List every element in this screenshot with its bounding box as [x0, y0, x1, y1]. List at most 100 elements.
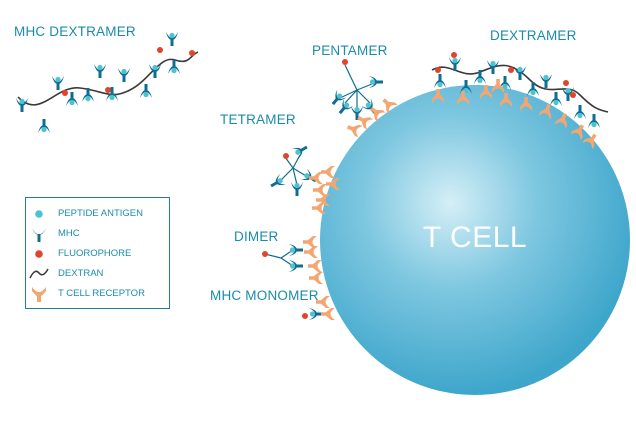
legend-label: PEPTIDE ANTIGEN [58, 208, 143, 219]
mhc-molecule [291, 182, 303, 196]
fluorophore-dot [262, 251, 268, 257]
tcr-molecule [570, 124, 585, 141]
tcr-molecule [321, 166, 335, 178]
mhc-molecule [66, 92, 78, 106]
dextran-curve-icon [29, 268, 49, 279]
tcr-molecule [369, 106, 386, 122]
label-mhc-monomer: MHC MONOMER [210, 288, 319, 303]
tcr-molecule [303, 236, 317, 248]
fluorophore-dot [570, 92, 576, 98]
mhc-molecule [106, 87, 118, 101]
tcr-molecule [312, 202, 326, 214]
fluorophore-dot [189, 50, 195, 56]
fluorophore-dot [342, 59, 348, 65]
tcr-molecule [382, 98, 398, 114]
fluorophore-dot [563, 80, 569, 86]
mhc-molecule [289, 244, 303, 256]
tcr-molecule [457, 91, 469, 105]
mhc-molecule [149, 64, 161, 78]
legend: PEPTIDE ANTIGEN MHC FLUOROPHORE DEXTRAN [25, 197, 170, 309]
mhc-molecule [338, 98, 354, 115]
mhc-molecule [540, 74, 552, 88]
legend-item-fluorophore: FLUOROPHORE [26, 245, 171, 263]
mhc-molecule [514, 66, 526, 80]
pentamer-arms [339, 64, 373, 108]
tcr-molecule [321, 308, 335, 320]
legend-item-tcr: T CELL RECEPTOR [26, 285, 171, 303]
label-t-cell: T CELL [422, 221, 528, 254]
fluorophores [62, 47, 576, 319]
fluorophore-dot [157, 47, 163, 53]
tcr-molecule [304, 246, 318, 258]
tcr-molecule [357, 115, 374, 130]
tcr-molecule [480, 85, 492, 99]
legend-item-peptide: PEPTIDE ANTIGEN [26, 205, 171, 223]
mhc-molecule [351, 106, 363, 120]
tcr-molecule [316, 296, 330, 308]
legend-label: FLUOROPHORE [58, 248, 132, 259]
mhc-molecule [588, 114, 600, 128]
dextran-chain-left [17, 51, 199, 106]
legend-label: T CELL RECEPTOR [58, 288, 145, 299]
fluorophore-dot [435, 67, 441, 73]
tcr-molecule [492, 79, 504, 93]
legend-item-mhc: MHC [26, 225, 171, 243]
mhc-molecules [16, 32, 600, 320]
mhc-molecule [550, 92, 562, 106]
tcr-molecule [538, 103, 552, 120]
label-pentamer: PENTAMER [312, 43, 388, 58]
fluorophore-dot [302, 313, 308, 319]
label-dimer: DIMER [234, 229, 279, 244]
tetramer-arms [280, 154, 307, 186]
fluorophore-dot [62, 90, 68, 96]
mhc-molecule [527, 82, 539, 96]
dextran-chain-right [431, 64, 609, 113]
peptide-antigen-dot-icon [35, 210, 43, 218]
mhc-molecule [331, 89, 347, 106]
tcr-molecule [346, 124, 363, 138]
mhc-molecule [52, 76, 64, 90]
mhc-molecule [499, 76, 511, 90]
tcr-molecule [326, 178, 340, 190]
tcr-molecule [316, 194, 330, 206]
dimer-arms [264, 249, 294, 267]
t-cell-body [320, 85, 630, 395]
tcr-molecule [554, 112, 568, 129]
label-tetramer: TETRAMER [220, 112, 296, 127]
legend-item-dextran: DEXTRAN [26, 265, 171, 283]
mhc-molecule [16, 98, 28, 112]
label-mhc-dextramer: MHC DEXTRAMER [14, 24, 136, 39]
mhc-icon [32, 228, 46, 242]
mhc-molecule [140, 84, 152, 98]
tcr-molecule [308, 260, 322, 272]
mhc-molecule [574, 105, 586, 119]
tcr-molecule [313, 184, 327, 196]
tcr-molecule [500, 93, 512, 107]
mhc-molecule [487, 60, 499, 74]
mhc-molecule [270, 173, 287, 188]
mhc-molecule [94, 64, 106, 78]
mhc-molecule [82, 88, 94, 102]
mhc-molecule [449, 57, 461, 71]
tcr-molecule [582, 133, 597, 150]
mhc-molecule [168, 60, 180, 74]
tcr-molecule [520, 97, 532, 111]
tcr-molecule [309, 272, 323, 284]
legend-label: MHC [58, 228, 80, 239]
mhc-molecule [474, 70, 486, 84]
mhc-molecule [291, 145, 308, 160]
mhc-molecule [118, 68, 130, 82]
mhc-molecule [434, 74, 446, 88]
mhc-molecule [289, 260, 303, 272]
fluorophore-dot-icon [35, 250, 43, 258]
fluorophore-dot [283, 153, 289, 159]
fluorophore-dot [508, 67, 514, 73]
tcr-molecule [432, 89, 444, 103]
mhc-molecule [38, 119, 50, 133]
mhc-molecule [369, 76, 383, 88]
fluorophore-dot [451, 52, 457, 58]
mhc-molecule [309, 308, 323, 320]
t-cell-receptors [303, 79, 597, 320]
